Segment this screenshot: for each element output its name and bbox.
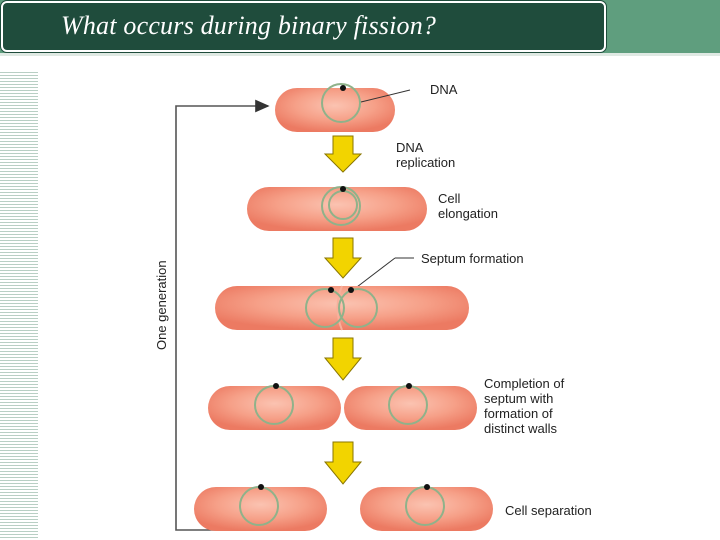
arrow-down-icon [323,441,363,485]
completion-label-line1: Completion of [484,376,565,391]
cell-stage-5 [194,484,493,531]
title-box: What occurs during binary fission? [1,1,606,52]
septum-label: Septum formation [421,251,524,266]
generation-label: One generation [154,260,169,350]
header-underline [0,53,720,56]
arrow-down-icon [323,135,363,173]
separation-label: Cell separation [505,503,592,518]
dna-label: DNA [430,82,458,97]
completion-label-line4: distinct walls [484,421,557,436]
cell-stage-2 [247,186,427,231]
septum-leader-line [352,257,396,291]
elongation-label-line1: Cell [438,191,461,206]
cell-stage-4 [208,383,477,430]
completion-label-line3: formation of [484,406,553,421]
dna-leader-line [360,89,411,103]
slide-title: What occurs during binary fission? [61,11,437,40]
arrow-down-icon [323,337,363,381]
arrow-down-icon [323,237,363,279]
elongation-label-line2: elongation [438,206,498,221]
completion-label-line2: septum with [484,391,553,406]
replication-label-line1: DNA [396,140,424,155]
decorative-stripes [0,72,38,540]
replication-label-line2: replication [396,155,455,170]
cell-stage-3 [215,285,469,331]
cell-stage-1 [275,83,395,132]
